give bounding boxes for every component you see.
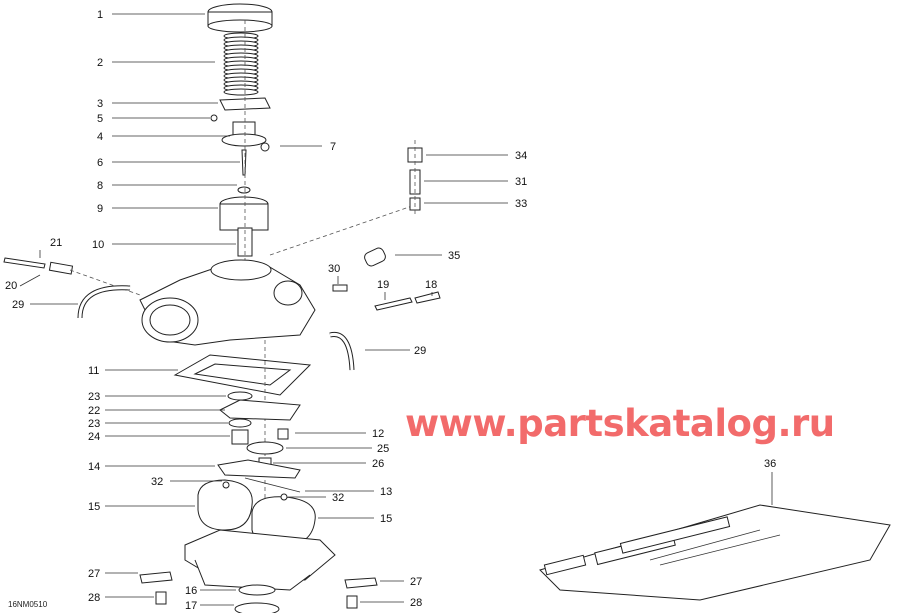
part-number-label[interactable]: 14 [88, 461, 100, 473]
leader-line [19, 274, 41, 287]
part-number-label[interactable]: 31 [515, 176, 527, 188]
part-number-label[interactable]: 28 [88, 592, 100, 604]
part-number-label[interactable]: 20 [5, 280, 17, 292]
part-number-label[interactable]: 21 [50, 237, 62, 249]
part-number-label[interactable]: 26 [372, 458, 384, 470]
part-number-label[interactable]: 18 [425, 279, 437, 291]
part-number-label[interactable]: 8 [97, 180, 103, 192]
part-number-label[interactable]: 35 [448, 250, 460, 262]
part-number-label[interactable]: 29 [12, 299, 24, 311]
part-number-label[interactable]: 3 [97, 98, 103, 110]
part-number-label[interactable]: 23 [88, 418, 100, 430]
part-number-label[interactable]: 15 [88, 501, 100, 513]
part-number-label[interactable]: 9 [97, 203, 103, 215]
part-number-label[interactable]: 33 [515, 198, 527, 210]
part-number-label[interactable]: 32 [332, 492, 344, 504]
part-number-label[interactable]: 6 [97, 157, 103, 169]
part-number-label[interactable]: 4 [97, 131, 103, 143]
part-number-label[interactable]: 25 [377, 443, 389, 455]
part-number-label[interactable]: 12 [372, 428, 384, 440]
part-number-label[interactable]: 27 [88, 568, 100, 580]
figure-reference: 16NM0510 [8, 600, 48, 609]
part-number-label[interactable]: 28 [410, 597, 422, 609]
part-number-label[interactable]: 16 [185, 585, 197, 597]
part-number-label[interactable]: 11 [88, 365, 99, 377]
part-number-label[interactable]: 1 [97, 9, 103, 21]
part-number-label[interactable]: 29 [414, 345, 426, 357]
part-number-label[interactable]: 36 [764, 458, 776, 470]
part-number-label[interactable]: 32 [151, 476, 163, 488]
part-number-label[interactable]: 15 [380, 513, 392, 525]
part-number-label[interactable]: 34 [515, 150, 527, 162]
part-number-label[interactable]: 2 [97, 57, 103, 69]
parts-drawing [3, 3, 891, 613]
part-number-label[interactable]: 24 [88, 431, 100, 443]
part-number-label[interactable]: 13 [380, 486, 392, 498]
part-number-label[interactable]: 17 [185, 600, 197, 612]
watermark: www.partskatalog.ru [405, 402, 835, 445]
part-number-label[interactable]: 30 [328, 263, 340, 275]
part-number-label[interactable]: 5 [97, 113, 103, 125]
part-number-label[interactable]: 23 [88, 391, 100, 403]
part-number-label[interactable]: 19 [377, 279, 389, 291]
part-number-label[interactable]: 7 [330, 141, 336, 153]
part-number-label[interactable]: 27 [410, 576, 422, 588]
part-number-label[interactable]: 22 [88, 405, 100, 417]
part-number-label[interactable]: 10 [92, 239, 104, 251]
